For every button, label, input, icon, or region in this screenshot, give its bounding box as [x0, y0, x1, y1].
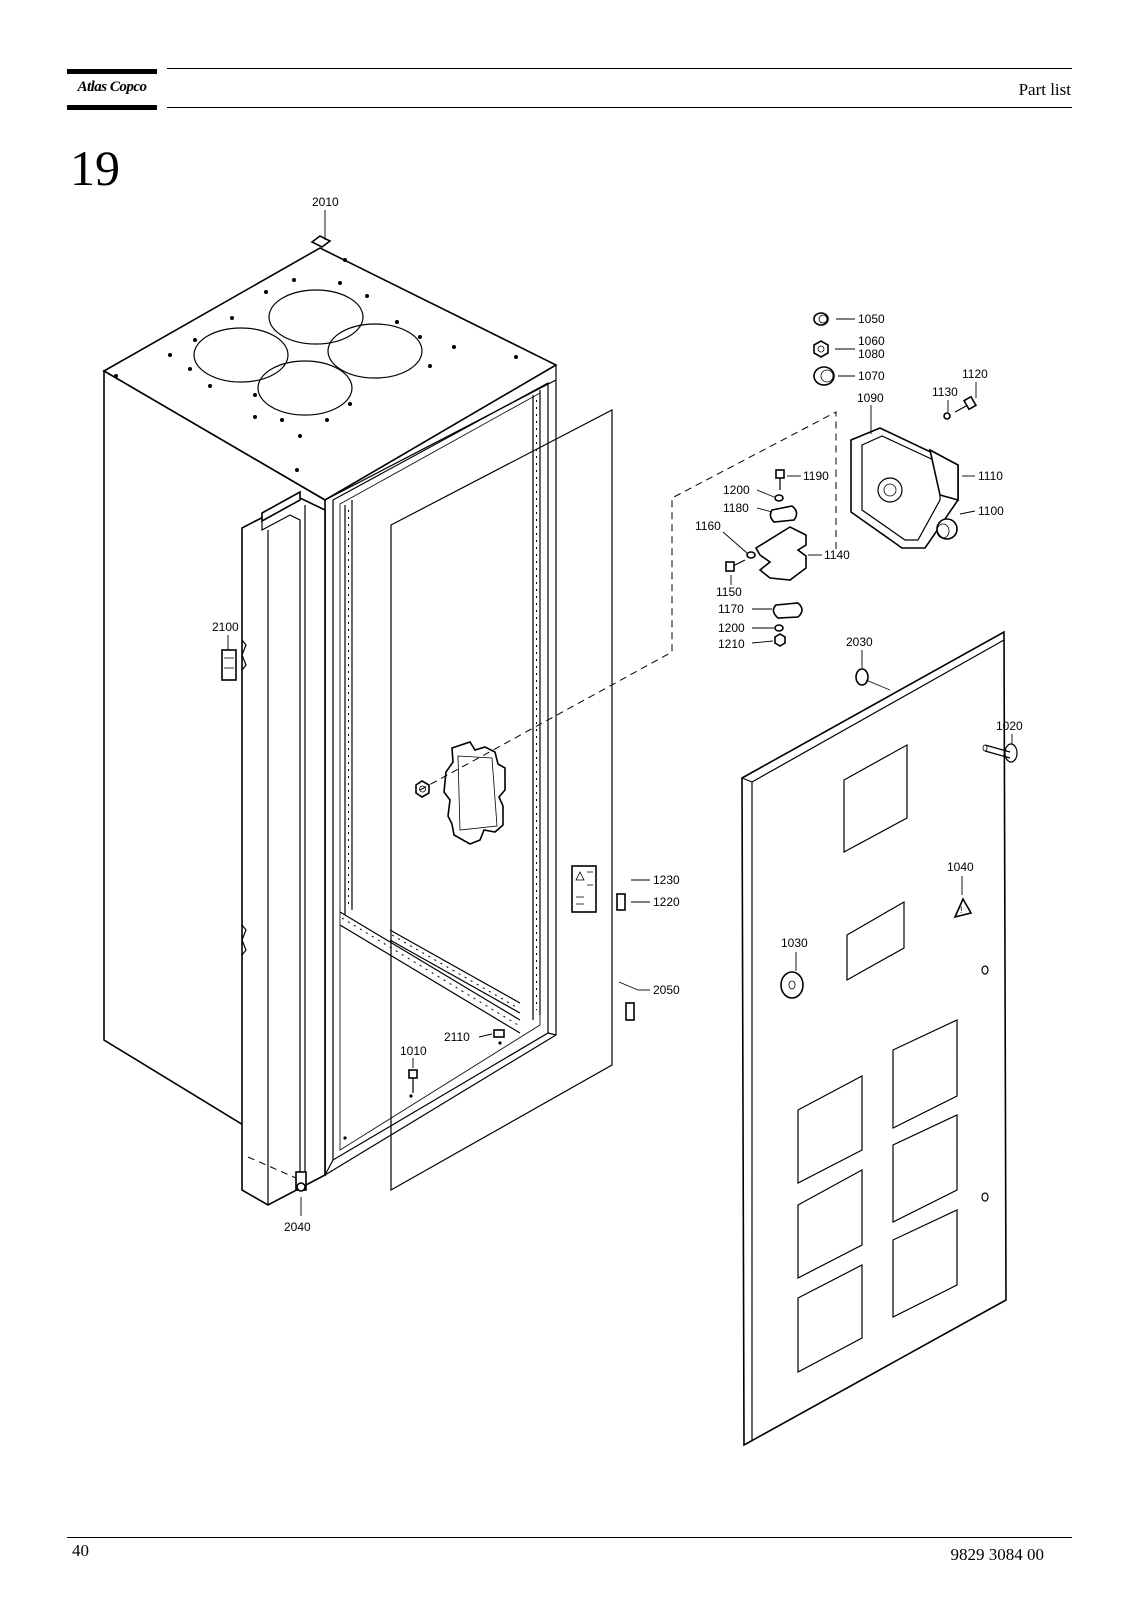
callout-1140: 1140 [824, 548, 850, 562]
assembly-dashed-line [419, 411, 837, 791]
exploded-parts [725, 312, 978, 691]
document-number: 9829 3084 00 [950, 1545, 1045, 1564]
callout-1050: 1050 [858, 312, 885, 326]
callout-2050: 2050 [653, 983, 680, 997]
cabinet-body [102, 235, 558, 1177]
callout-1020: 1020 [996, 719, 1023, 733]
logo-text: Atlas Copco [77, 79, 147, 95]
side-panel-2100 [221, 490, 326, 1206]
callout-1080: 1080 [858, 347, 885, 361]
callout-2010: 2010 [312, 195, 339, 209]
callout-2100: 2100 [212, 620, 239, 634]
small-parts [408, 981, 639, 1093]
callout-1010: 1010 [400, 1044, 427, 1058]
callout-2110: 2110 [444, 1030, 470, 1044]
callout-1030: 1030 [781, 936, 808, 950]
callout-1120: 1120 [962, 367, 988, 381]
callout-1150: 1150 [716, 585, 742, 599]
callout-1110: 1110 [978, 469, 1003, 483]
callout-1210: 1210 [718, 637, 745, 651]
svg-text:!: ! [960, 905, 963, 915]
callout-2040: 2040 [284, 1220, 311, 1234]
callout-1230: 1230 [653, 873, 680, 887]
callout-1040: 1040 [947, 860, 974, 874]
logo-bar-top [67, 69, 157, 74]
callout-1170: 1170 [718, 602, 744, 616]
glass-door [390, 409, 626, 1192]
callout-1160: 1160 [695, 519, 721, 533]
callout-1100: 1100 [978, 504, 1004, 518]
callout-1130: 1130 [932, 385, 958, 399]
callout-labels: 2010 1050 1060 1080 1070 1120 1130 1090 … [212, 195, 1023, 1234]
atlas-copco-logo: Atlas Copco [67, 69, 157, 111]
header-rule-bottom [167, 107, 1072, 108]
callout-1060: 1060 [858, 334, 885, 348]
front-door-panel: ! [741, 630, 1018, 1447]
callout-1190: 1190 [803, 469, 829, 483]
page-title: Part list [1018, 80, 1071, 99]
callout-1200-upper: 1200 [723, 483, 750, 497]
footer-rule [67, 1537, 1072, 1538]
section-number: 19 [70, 140, 120, 196]
leader-lines [227, 210, 1013, 1216]
callout-1180: 1180 [723, 501, 749, 515]
page-number: 40 [72, 1541, 89, 1560]
header-rule-top [167, 68, 1072, 69]
callout-2030: 2030 [846, 635, 873, 649]
logo-bar-bottom [67, 105, 157, 110]
callout-1070: 1070 [858, 369, 885, 383]
callout-1090: 1090 [857, 391, 884, 405]
callout-1200-lower: 1200 [718, 621, 745, 635]
callout-1220: 1220 [653, 895, 680, 909]
